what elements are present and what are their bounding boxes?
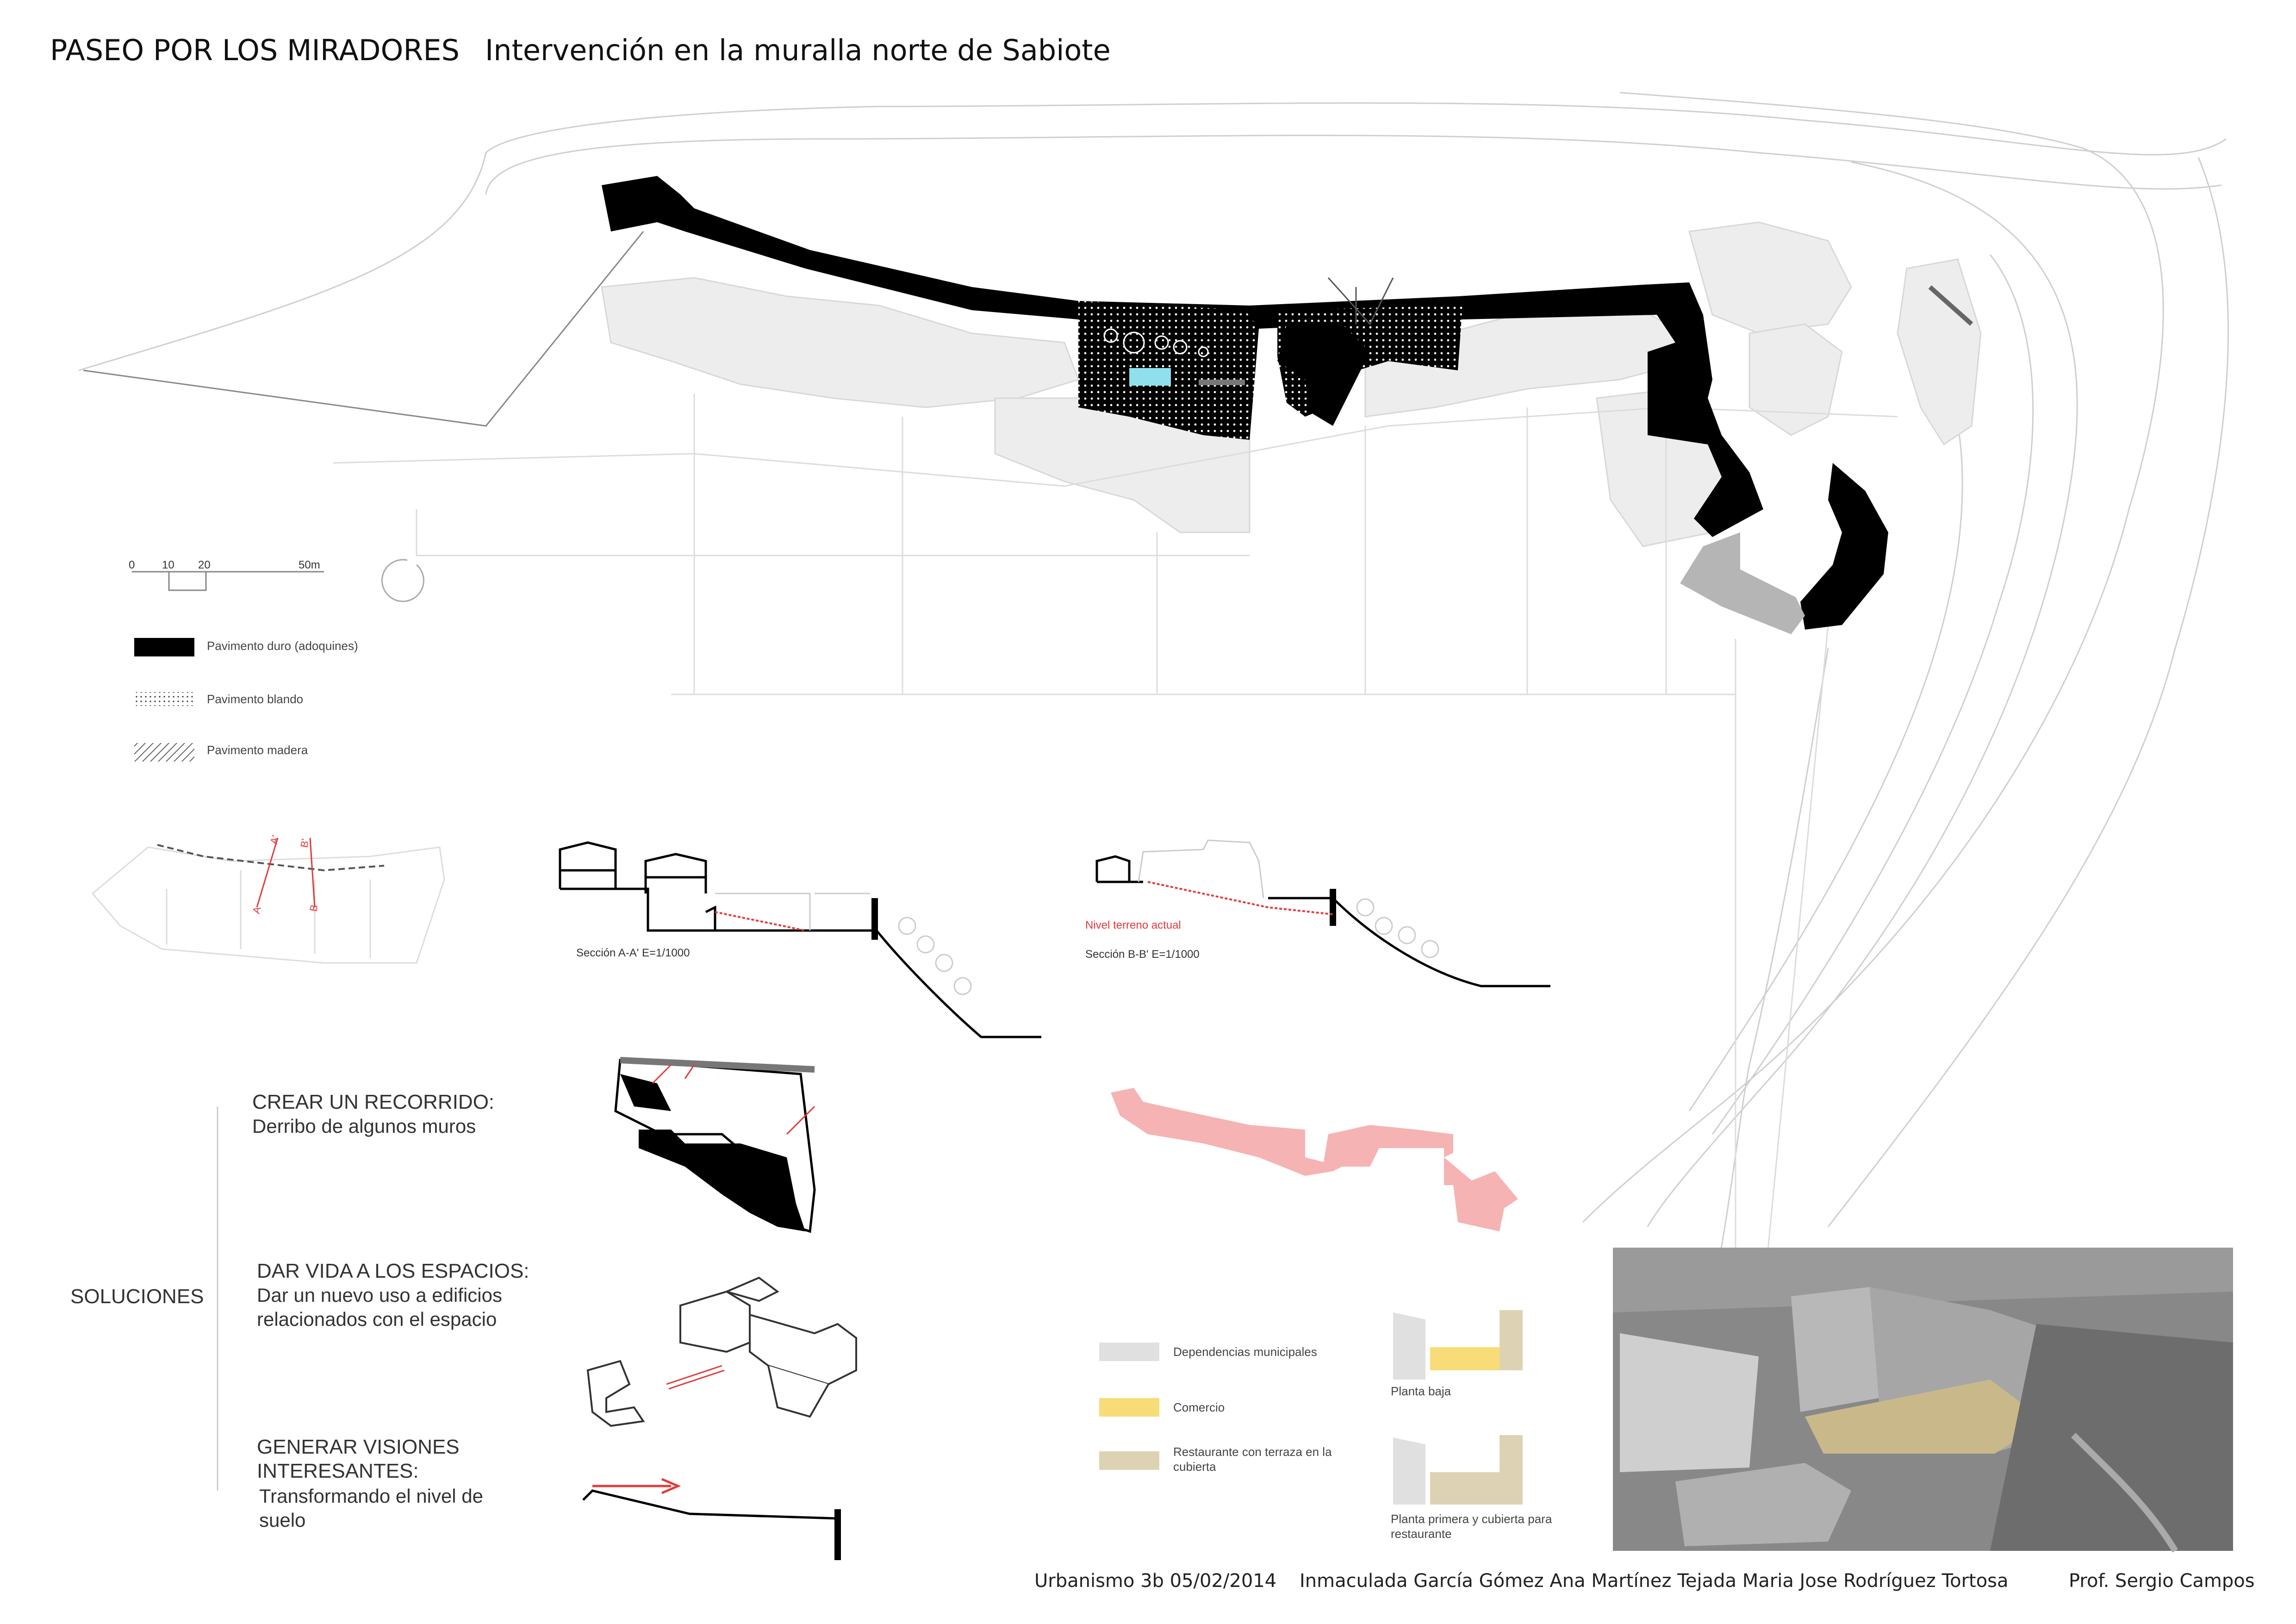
uses-label-commerce: Comercio [1173,1400,1225,1414]
uses-label-restaurant: Restaurante con terraza en la cubierta [1173,1445,1332,1474]
aerial-photo [1613,1248,2233,1553]
solution-2-body: Dar un nuevo uso a edificios relacionado… [257,1284,502,1330]
level-diagram [582,1478,841,1560]
floor-plan-first-caption: Planta primera y cubierta para restauran… [1391,1512,1552,1541]
floor-plan-ground [1393,1310,1523,1380]
section-b-note: Nivel terreno actual [1085,919,1181,931]
scale-label-10: 10 [162,559,174,571]
uses-swatch-restaurant [1099,1451,1159,1470]
legend-label-hard: Pavimento duro (adoquines) [207,639,358,653]
solution-2-heading: DAR VIDA A LOS ESPACIOS: [257,1260,529,1282]
solution-1-body: Derribo de algunos muros [252,1115,476,1137]
site-boundary-line [83,231,644,427]
legend-label-wood: Pavimento madera [207,743,308,757]
footer-authors: Inmaculada García Gómez Ana Martínez Tej… [1300,1570,2009,1592]
legend-swatch-wood [134,743,194,762]
floor-plan-first [1393,1435,1523,1505]
solution-3-heading: GENERAR VISIONES INTERESANTES: [257,1436,460,1482]
uses-label-municipal: Dependencias municipales [1173,1345,1317,1359]
key-plan-label-a-prime: A' [268,834,281,846]
legend-swatch-hard [134,638,194,656]
footer-course: Urbanismo 3b 05/02/2014 [1034,1570,1277,1592]
north-symbol [381,559,425,602]
solution-3-body: Transformando el nivel de suelo [259,1485,484,1531]
key-plan-label-b-prime: B' [298,838,311,849]
page-title: PASEO POR LOS MIRADORES [50,33,460,67]
scale-label-20: 20 [198,559,211,571]
solution-1-heading: CREAR UN RECORRIDO: [252,1091,495,1113]
section-a-drawing [559,841,1041,1038]
scale-label-50m: 50m [299,559,320,571]
legend-swatch-soft [134,692,194,706]
scale-label-0: 0 [129,559,135,571]
scale-bar [132,571,324,591]
axonometric-diagram [586,1276,857,1427]
page-subtitle: Intervención en la muralla norte de Sabi… [485,33,1111,67]
section-b-drawing [1095,855,1550,987]
pink-route-diagram [1111,1088,1518,1231]
footer-professor: Prof. Sergio Campos [2069,1570,2255,1592]
section-b-caption: Sección B-B' E=1/1000 [1085,948,1200,961]
floor-plan-ground-caption: Planta baja [1391,1384,1451,1398]
soluciones-label: SOLUCIONES [70,1285,204,1308]
legend-label-soft: Pavimento blando [207,692,304,706]
key-plan-label-a: A [250,905,263,915]
section-a-caption: Sección A-A' E=1/1000 [576,947,690,959]
bastion [1680,532,1805,634]
key-plan-label-b: B [307,904,320,912]
route-diagram [614,1057,816,1233]
uses-swatch-municipal [1099,1343,1159,1361]
uses-swatch-commerce [1099,1398,1159,1417]
